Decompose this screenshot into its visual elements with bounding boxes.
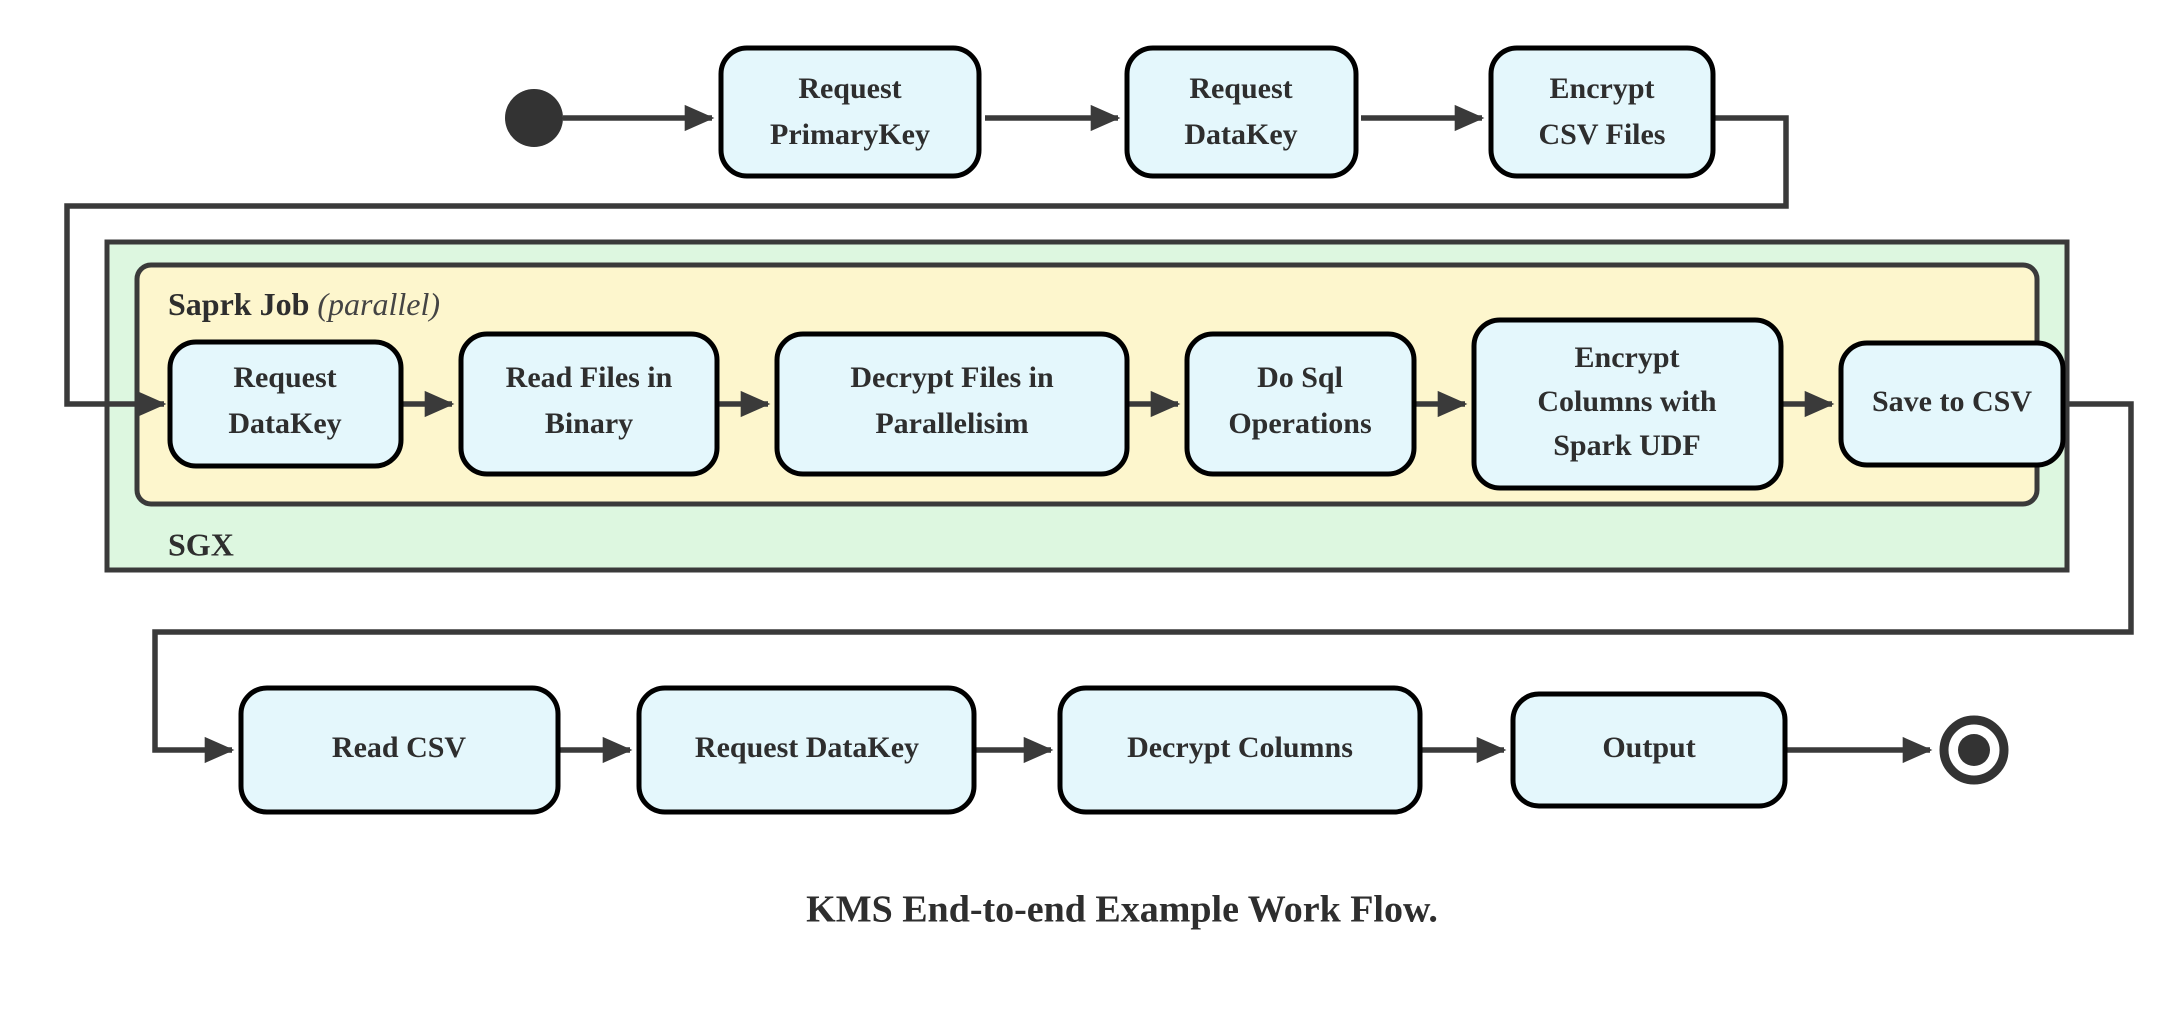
group-sgx-label: SGX <box>168 526 234 562</box>
node-decrypt-files-in-parallelisim[interactable]: Decrypt Files in Parallelisim <box>774 331 1130 477</box>
node-read-files-in-binary-line-1: Read Files in <box>506 361 673 394</box>
node-read-csv-label: Read CSV <box>332 731 467 764</box>
node-save-to-csv-label: Save to CSV <box>1872 385 2032 418</box>
node-encrypt-csv-files-line-2: CSV Files <box>1539 118 1666 151</box>
node-request-datakey-top-line-2: DataKey <box>1184 118 1297 151</box>
node-read-files-in-binary-box[interactable] <box>458 331 720 477</box>
node-output-box[interactable] <box>1510 691 1788 809</box>
final-state-outer-ring <box>1939 715 2009 785</box>
node-encrypt-csv-files[interactable]: Encrypt CSV Files <box>1488 45 1716 179</box>
node-request-datakey-bottom-label: Request DataKey <box>695 731 919 764</box>
node-decrypt-files-in-parallelisim-line-1: Decrypt Files in <box>850 361 1054 394</box>
node-do-sql-operations-box[interactable] <box>1184 331 1417 477</box>
edge-save-csv-to-read-csv <box>152 401 2134 764</box>
group-spark-job-label: Saprk Job (parallel) <box>168 286 440 322</box>
node-encrypt-columns-with-spark-udf-line-3: Spark UDF <box>1553 429 1701 462</box>
node-decrypt-files-in-parallelisim-box[interactable] <box>774 331 1130 477</box>
node-request-primarykey-box[interactable] <box>718 45 982 179</box>
node-decrypt-columns[interactable]: Decrypt Columns <box>1057 685 1423 815</box>
final-state-inner-dot <box>1958 734 1990 766</box>
node-do-sql-operations[interactable]: Do Sql Operations <box>1184 331 1417 477</box>
group-spark-job-label-parallel: (parallel) <box>317 286 440 322</box>
node-do-sql-operations-line-2: Operations <box>1228 407 1371 440</box>
node-encrypt-columns-with-spark-udf-line-1: Encrypt <box>1575 341 1680 374</box>
node-read-csv[interactable]: Read CSV <box>238 685 561 815</box>
node-encrypt-csv-files-line-1: Encrypt <box>1550 72 1655 105</box>
node-output-label: Output <box>1602 731 1695 764</box>
node-request-datakey-top-box[interactable] <box>1124 45 1359 179</box>
node-request-datakey-top-line-1: Request <box>1189 72 1292 105</box>
node-do-sql-operations-line-1: Do Sql <box>1257 361 1343 394</box>
node-request-datakey-spark-line-2: DataKey <box>228 407 341 440</box>
node-request-datakey-spark-line-1: Request <box>233 361 336 394</box>
node-request-datakey-top[interactable]: Request DataKey <box>1124 45 1359 179</box>
node-encrypt-columns-with-spark-udf-line-2: Columns with <box>1537 385 1717 418</box>
node-save-to-csv[interactable]: Save to CSV <box>1838 340 2066 468</box>
group-spark-job-label-main: Saprk Job <box>168 286 309 322</box>
node-decrypt-columns-label: Decrypt Columns <box>1127 731 1353 764</box>
node-request-datakey-bottom-box[interactable] <box>636 685 977 815</box>
node-encrypt-columns-with-spark-udf-box[interactable] <box>1471 317 1784 491</box>
node-read-files-in-binary[interactable]: Read Files in Binary <box>458 331 720 477</box>
node-decrypt-columns-box[interactable] <box>1057 685 1423 815</box>
edge-encrypt-csv-to-spark-datakey <box>64 115 1789 418</box>
initial-state-node <box>505 89 563 147</box>
node-request-primarykey-line-1: Request <box>798 72 901 105</box>
node-request-datakey-bottom[interactable]: Request DataKey <box>636 685 977 815</box>
diagram-caption: KMS End-to-end Example Work Flow. <box>806 889 1438 931</box>
node-decrypt-files-in-parallelisim-line-2: Parallelisim <box>875 407 1028 440</box>
node-read-csv-box[interactable] <box>238 685 561 815</box>
node-save-to-csv-box[interactable] <box>1838 340 2066 468</box>
node-output[interactable]: Output <box>1510 691 1788 809</box>
node-encrypt-columns-with-spark-udf[interactable]: Encrypt Columns with Spark UDF <box>1471 317 1784 491</box>
node-request-primarykey-line-2: PrimaryKey <box>770 118 930 151</box>
node-request-primarykey[interactable]: Request PrimaryKey <box>718 45 982 179</box>
node-request-datakey-spark-box[interactable] <box>167 339 404 469</box>
node-encrypt-csv-files-box[interactable] <box>1488 45 1716 179</box>
node-read-files-in-binary-line-2: Binary <box>545 407 633 440</box>
node-request-datakey-spark[interactable]: Request DataKey <box>167 339 404 469</box>
